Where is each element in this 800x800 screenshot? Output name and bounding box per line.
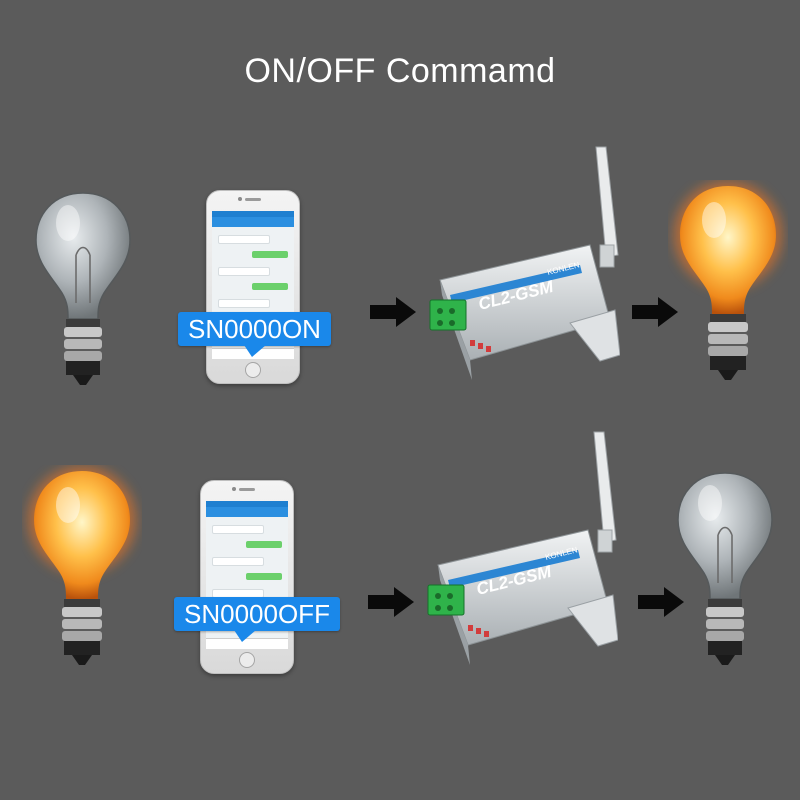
smartphone-icon <box>200 480 294 674</box>
command-text: SN0000ON <box>188 314 321 344</box>
arrow-right-icon <box>368 587 414 617</box>
light-bulb-icon <box>35 192 131 385</box>
light-bulb-icon <box>674 181 782 380</box>
page-title: ON/OFF Commamd <box>244 52 556 90</box>
arrow-right-icon <box>632 297 678 327</box>
smartphone-icon <box>206 190 300 384</box>
arrow-right-icon <box>638 587 684 617</box>
command-bubble: SN0000ON <box>178 312 331 357</box>
on-command-row: SN0000ON CL2-GSM KONLEN <box>0 140 800 400</box>
antenna-icon <box>593 431 617 553</box>
command-text: SN0000OFF <box>184 599 330 629</box>
light-bulb-icon <box>28 466 136 665</box>
antenna-icon <box>595 146 619 268</box>
command-bubble: SN0000OFF <box>174 597 340 642</box>
off-command-row: SN0000OFF CL2-GSM KONLEN <box>0 425 800 685</box>
gsm-controller-device: CL2-GSM KONLEN <box>429 146 620 380</box>
gsm-controller-device: CL2-GSM KONLEN <box>427 431 618 665</box>
light-bulb-icon <box>677 472 773 665</box>
arrow-right-icon <box>370 297 416 327</box>
